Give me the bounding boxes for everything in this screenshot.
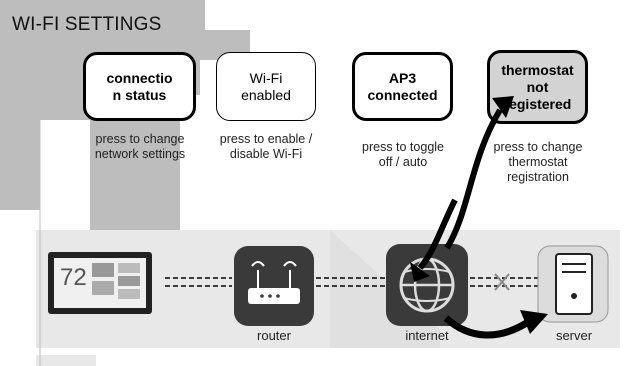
light-band-bottom xyxy=(36,355,96,366)
router-label: router xyxy=(257,328,291,343)
thermostat-registration-label: thermostat not registered xyxy=(501,61,574,112)
connection-status-label: connectio n status xyxy=(106,69,173,103)
ap3-connected-label: AP3 connected xyxy=(367,69,438,103)
server-label: server xyxy=(555,328,593,343)
ap3-connected-caption: press to toggle off / auto xyxy=(362,140,444,169)
thermostat-temperature: 72 xyxy=(60,264,87,291)
wifi-enabled-caption: press to enable / disable Wi-Fi xyxy=(219,132,313,161)
page-title: WI-FI SETTINGS xyxy=(12,14,162,35)
connection-status-caption: press to change network settings xyxy=(94,132,186,161)
connection-status-button[interactable]: connectio n status xyxy=(83,52,196,121)
wifi-enabled-button[interactable]: Wi-Fi enabled xyxy=(216,52,316,121)
internet-label: internet xyxy=(405,328,449,343)
ap3-connected-button[interactable]: AP3 connected xyxy=(352,52,453,121)
thermostat-registration-caption: press to change thermostat registration xyxy=(493,140,583,184)
thermostat-registration-button[interactable]: thermostat not registered xyxy=(487,50,588,124)
wifi-enabled-label: Wi-Fi enabled xyxy=(241,69,291,103)
